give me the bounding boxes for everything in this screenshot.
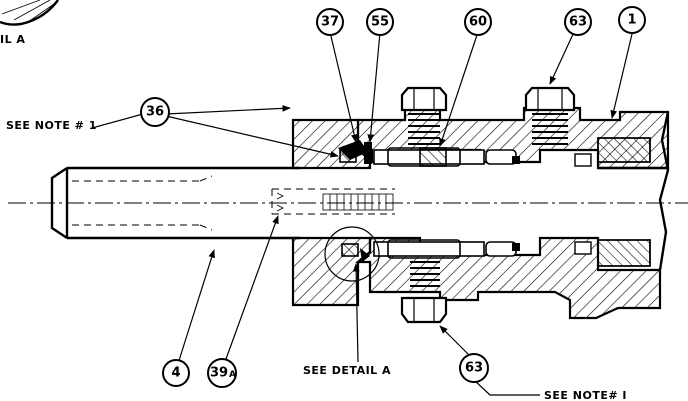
seal-assembly — [324, 140, 380, 282]
svg-text:1: 1 — [627, 13, 636, 28]
svg-text:63: 63 — [465, 361, 483, 376]
balloon-39a: 39 A — [207, 358, 237, 388]
detail-a-view: IL A — [0, 0, 59, 46]
housing — [354, 106, 670, 320]
bolt-top-left — [400, 86, 448, 145]
bolt-top-right — [524, 86, 576, 145]
balloon-63-top: 63 — [564, 8, 592, 36]
bearing-cage — [373, 147, 592, 259]
svg-text:36: 36 — [146, 105, 164, 120]
balloon-60: 60 — [464, 8, 492, 36]
balloon-37: 37 — [316, 8, 344, 36]
see-note-top: SEE NOTE # 1 — [6, 119, 97, 132]
balloon-55: 55 — [366, 8, 394, 36]
svg-text:55: 55 — [371, 15, 389, 30]
leader-lines — [91, 31, 633, 396]
see-detail-a: SEE DETAIL A — [303, 364, 391, 377]
detail-a-label: IL A — [0, 33, 25, 46]
balloon-1: 1 — [618, 6, 646, 34]
svg-text:39: 39 — [210, 366, 228, 381]
shaft — [50, 166, 395, 240]
svg-text:60: 60 — [469, 15, 487, 30]
balloon-4: 4 — [162, 359, 190, 387]
svg-text:A: A — [229, 370, 236, 380]
see-note-bottom: SEE NOTE# I — [544, 389, 627, 401]
svg-text:37: 37 — [321, 15, 339, 30]
balloon-63-bottom: 63 — [459, 353, 489, 383]
svg-text:4: 4 — [171, 366, 180, 381]
balloon-36: 36 — [140, 97, 170, 127]
bolt-bottom — [400, 261, 448, 324]
thread-detail — [322, 193, 394, 211]
svg-text:63: 63 — [569, 15, 587, 30]
detail-a-circle — [324, 226, 380, 282]
